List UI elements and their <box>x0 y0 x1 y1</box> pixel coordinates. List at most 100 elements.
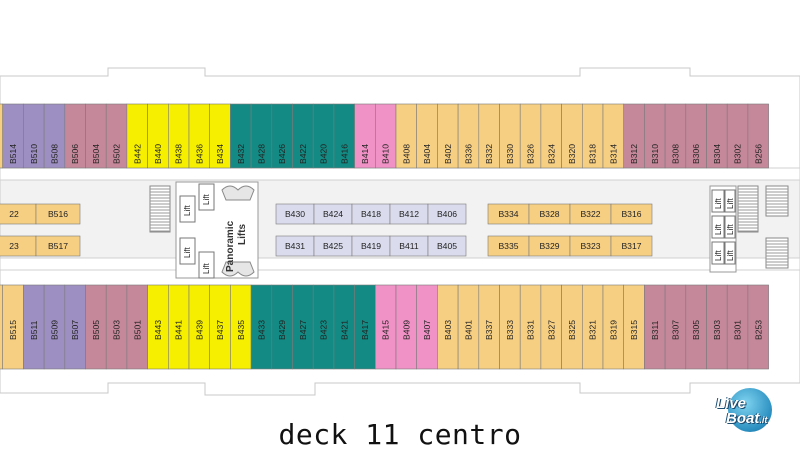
cabin-label: B303 <box>712 320 722 340</box>
cabin-B318: B318 <box>581 103 604 169</box>
lift-label: Lift <box>183 205 192 216</box>
cabin-label: B311 <box>650 320 660 340</box>
cabin-B518: B518 <box>0 103 4 169</box>
cabin-B307: B307 <box>664 284 687 370</box>
cabin-B301: B301 <box>726 284 749 370</box>
cabin-label: B517 <box>48 241 68 251</box>
cabin-B401: B401 <box>457 284 480 370</box>
cabin-B403: B403 <box>437 284 459 370</box>
lift-lobby-right <box>709 185 737 273</box>
cabin-B501: B501 <box>126 284 148 370</box>
cabin-B315: B315 <box>623 284 645 370</box>
cabin-label: B440 <box>153 144 163 164</box>
cabin-B310: B310 <box>644 103 666 169</box>
cabin-B419: B419 <box>351 235 391 257</box>
cabin-B337: B337 <box>478 284 500 370</box>
cabin-label: B333 <box>505 320 515 340</box>
cabin-B424: B424 <box>313 203 353 225</box>
lift-label: Lift <box>726 224 735 235</box>
cabin-B502: B502 <box>105 103 128 169</box>
cabin-label: B416 <box>339 144 349 164</box>
cabin-B433: B433 <box>250 284 273 370</box>
lift-label: Lift <box>714 224 723 235</box>
upper-corridor <box>0 167 800 181</box>
cabin-label: B442 <box>132 144 142 164</box>
cabin-B423: B423 <box>312 284 335 370</box>
cabin-B434: B434 <box>209 103 231 169</box>
cabin-B425: B425 <box>313 235 353 257</box>
cabin-label: B514 <box>8 144 18 164</box>
cabin-label: B510 <box>29 144 39 164</box>
cabin-B333: B333 <box>499 284 521 370</box>
cabin-B325: B325 <box>561 284 583 370</box>
cabin-B508: B508 <box>43 103 66 169</box>
cabin-label: B307 <box>670 320 680 340</box>
cabin-B420: B420 <box>312 103 335 169</box>
cabin-label: B337 <box>484 320 494 340</box>
cabin-B411: B411 <box>389 235 429 257</box>
cabin-label: 22 <box>9 209 19 219</box>
stairs-right <box>737 185 759 233</box>
cabin-label: B420 <box>319 144 329 164</box>
cabin-B506: B506 <box>64 103 86 169</box>
cabin-label: B515 <box>8 320 18 340</box>
cabin-label: B256 <box>753 144 763 164</box>
cabin-B516: B516 <box>35 203 81 225</box>
cabin-label: B314 <box>608 144 618 164</box>
cabin-B511: B511 <box>23 284 45 370</box>
cabin-label: B441 <box>174 320 184 340</box>
cabin-B503: B503 <box>105 284 128 370</box>
cabin-label: B402 <box>443 144 453 164</box>
cabin-B443: B443 <box>147 284 169 370</box>
lift-label: Lift <box>183 247 192 258</box>
cabin-label: B409 <box>401 320 411 340</box>
cabin-label: B329 <box>539 241 559 251</box>
cabin-label: B509 <box>49 320 59 340</box>
cabin-label: B506 <box>70 144 80 164</box>
cabin-B432: B432 <box>230 103 252 169</box>
cabin-B322: B322 <box>569 203 612 225</box>
cabin-B404: B404 <box>416 103 438 169</box>
cabin-B253: B253 <box>747 284 769 370</box>
cabin-label: B438 <box>174 144 184 164</box>
deck-caption: deck 11 centro <box>278 418 522 451</box>
cabin-B332: B332 <box>478 103 500 169</box>
cabin-label: B421 <box>339 320 349 340</box>
cabin-label: B511 <box>29 320 39 340</box>
cabin-label: B435 <box>236 320 246 340</box>
cabin-label: B502 <box>112 144 122 164</box>
cabin-label: B304 <box>712 144 722 164</box>
cabin-label: B432 <box>236 144 246 164</box>
cabin-B308: B308 <box>664 103 687 169</box>
cabin-label: B429 <box>277 320 287 340</box>
lift-label: Lift <box>202 194 211 205</box>
cabin-label: B418 <box>361 209 381 219</box>
cabin-B314: B314 <box>602 103 625 169</box>
cabin-label: B305 <box>691 320 701 340</box>
cabin-B303: B303 <box>706 284 728 370</box>
cabin-label: B437 <box>215 320 225 340</box>
cabin-B328: B328 <box>528 203 571 225</box>
cabin-B442: B442 <box>126 103 148 169</box>
cabin-B326: B326 <box>519 103 542 169</box>
cabin-B324: B324 <box>540 103 562 169</box>
cabin-label: B433 <box>256 320 266 340</box>
cabin-label: B334 <box>498 209 518 219</box>
logo-line1: Live <box>716 395 747 412</box>
cabin-label: B321 <box>588 320 598 340</box>
cabin-B256: B256 <box>747 103 769 169</box>
cabin-23: 23 <box>0 235 37 257</box>
cabin-B336: B336 <box>457 103 480 169</box>
lift-lobby-left <box>175 181 259 279</box>
cabin-label: B412 <box>399 209 419 219</box>
lower-corridor <box>0 257 800 271</box>
cabin-B323: B323 <box>569 235 612 257</box>
cabin-B422: B422 <box>292 103 314 169</box>
stairs-far-right <box>765 185 789 269</box>
bottom-cabin-row: B519B515B511B509B507B505B503B501B443B441… <box>0 284 769 370</box>
cabin-label: B422 <box>298 144 308 164</box>
cabin-label: B419 <box>361 241 381 251</box>
cabin-label: B426 <box>277 144 287 164</box>
cabin-B331: B331 <box>519 284 542 370</box>
